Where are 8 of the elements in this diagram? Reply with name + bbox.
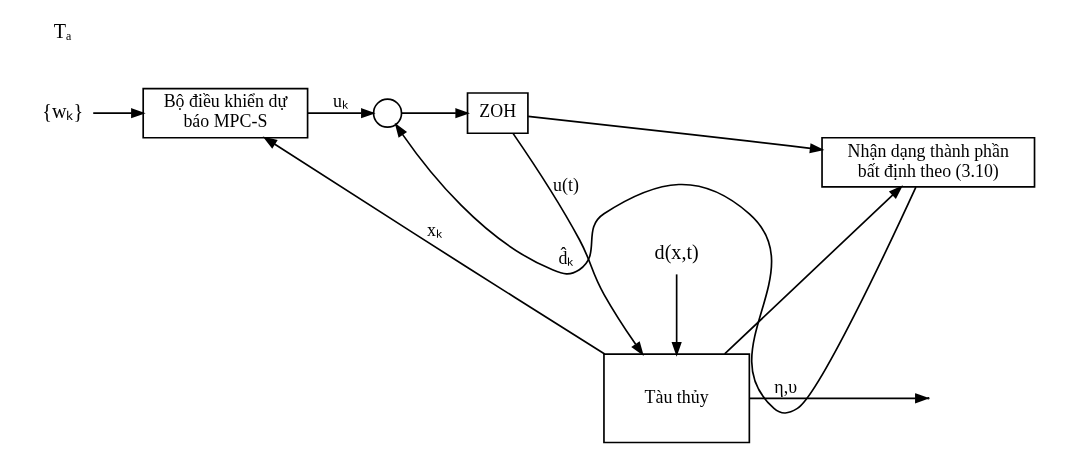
label: Tₐ <box>53 19 72 42</box>
edge-label: d̂ₖ <box>558 247 574 268</box>
edge-label: uₖ <box>333 91 349 112</box>
edge-label: xₖ <box>427 219 442 240</box>
node-text: d(x,t) <box>654 240 699 263</box>
edge-label: u(t) <box>553 175 579 196</box>
edge-label: η,υ <box>774 376 798 397</box>
node-text: {wₖ} <box>42 100 84 123</box>
